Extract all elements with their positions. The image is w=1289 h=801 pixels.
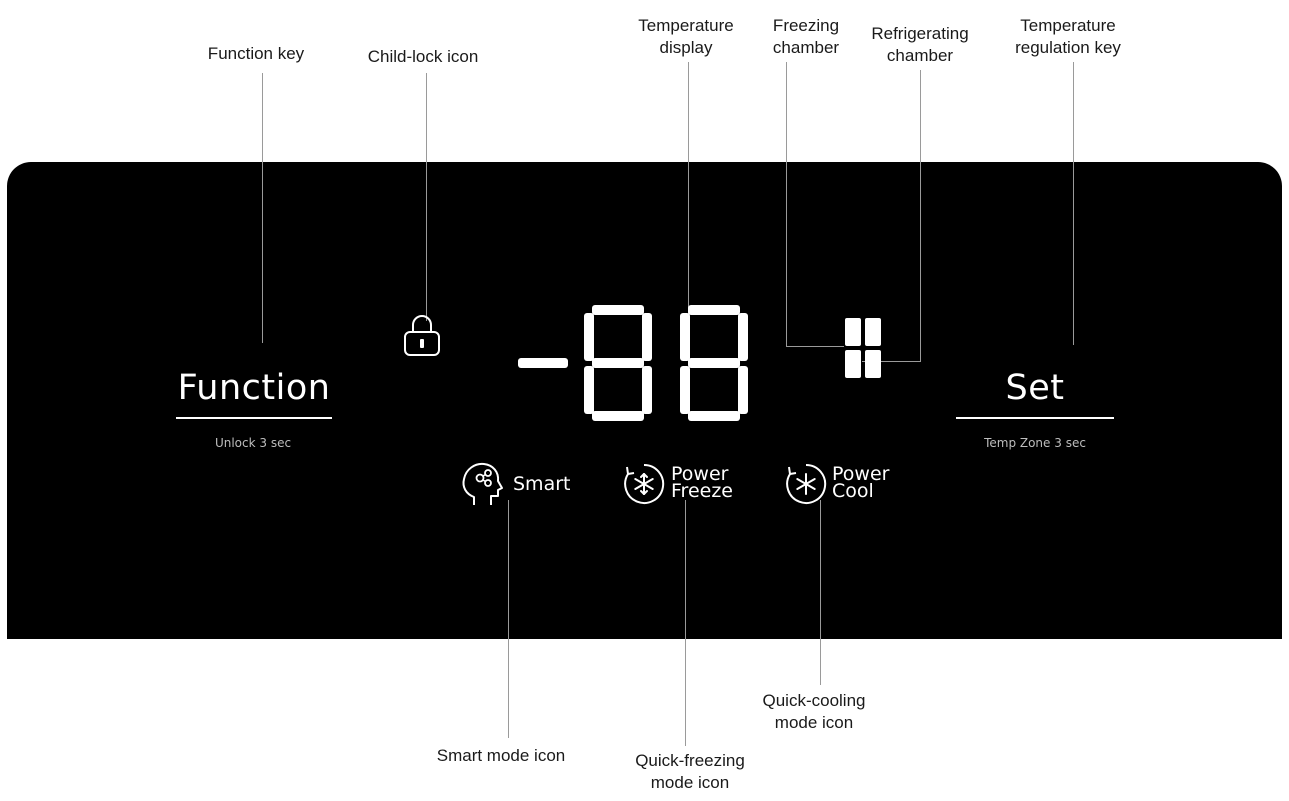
- callout-quick-freezing-mode-icon: Quick-freezing mode icon: [635, 751, 745, 792]
- leader-quick-freezing: [685, 500, 686, 746]
- leader-refrigerating-chamber-v: [920, 70, 921, 362]
- leader-freezing-chamber-h: [786, 346, 844, 347]
- set-key-underline: [956, 417, 1114, 419]
- head-icon: [458, 459, 504, 507]
- leader-child-lock: [426, 73, 427, 321]
- smart-mode-label: Smart: [513, 473, 571, 495]
- leader-temperature-regulation-key: [1073, 62, 1074, 345]
- leader-function-key: [262, 73, 263, 343]
- power-cool-label: Power Cool: [832, 463, 890, 502]
- function-key-hint: Unlock 3 sec: [214, 436, 292, 450]
- temperature-display: [510, 303, 750, 425]
- power-freeze-label: Power Freeze: [671, 463, 733, 502]
- callout-function-key: Function key: [207, 44, 305, 63]
- function-key-label[interactable]: Function: [177, 368, 331, 408]
- function-key-underline: [176, 417, 332, 419]
- callout-freezing-chamber: Freezing chamber: [772, 16, 840, 57]
- leader-smart-mode: [508, 500, 509, 738]
- leader-quick-cooling: [820, 500, 821, 685]
- callout-temperature-display: Temperature display: [638, 16, 734, 57]
- leader-freezing-chamber-v: [786, 62, 787, 347]
- lock-icon: [402, 312, 442, 358]
- set-key-label[interactable]: Set: [1005, 368, 1065, 408]
- leader-temperature-display: [688, 62, 689, 320]
- callout-quick-cooling-mode-icon: Quick-cooling mode icon: [762, 691, 866, 732]
- snowflake-icon: [622, 462, 666, 506]
- leader-refrigerating-chamber-h: [862, 361, 921, 362]
- set-key-hint: Temp Zone 3 sec: [984, 436, 1086, 450]
- callout-temperature-regulation-key: Temperature regulation key: [1015, 16, 1121, 57]
- callout-child-lock-icon: Child-lock icon: [367, 47, 479, 66]
- asterisk-icon: [784, 462, 828, 506]
- callout-refrigerating-chamber: Refrigerating chamber: [871, 24, 969, 65]
- callout-smart-mode-icon: Smart mode icon: [436, 746, 566, 765]
- fridge-chambers-icon: [843, 316, 883, 380]
